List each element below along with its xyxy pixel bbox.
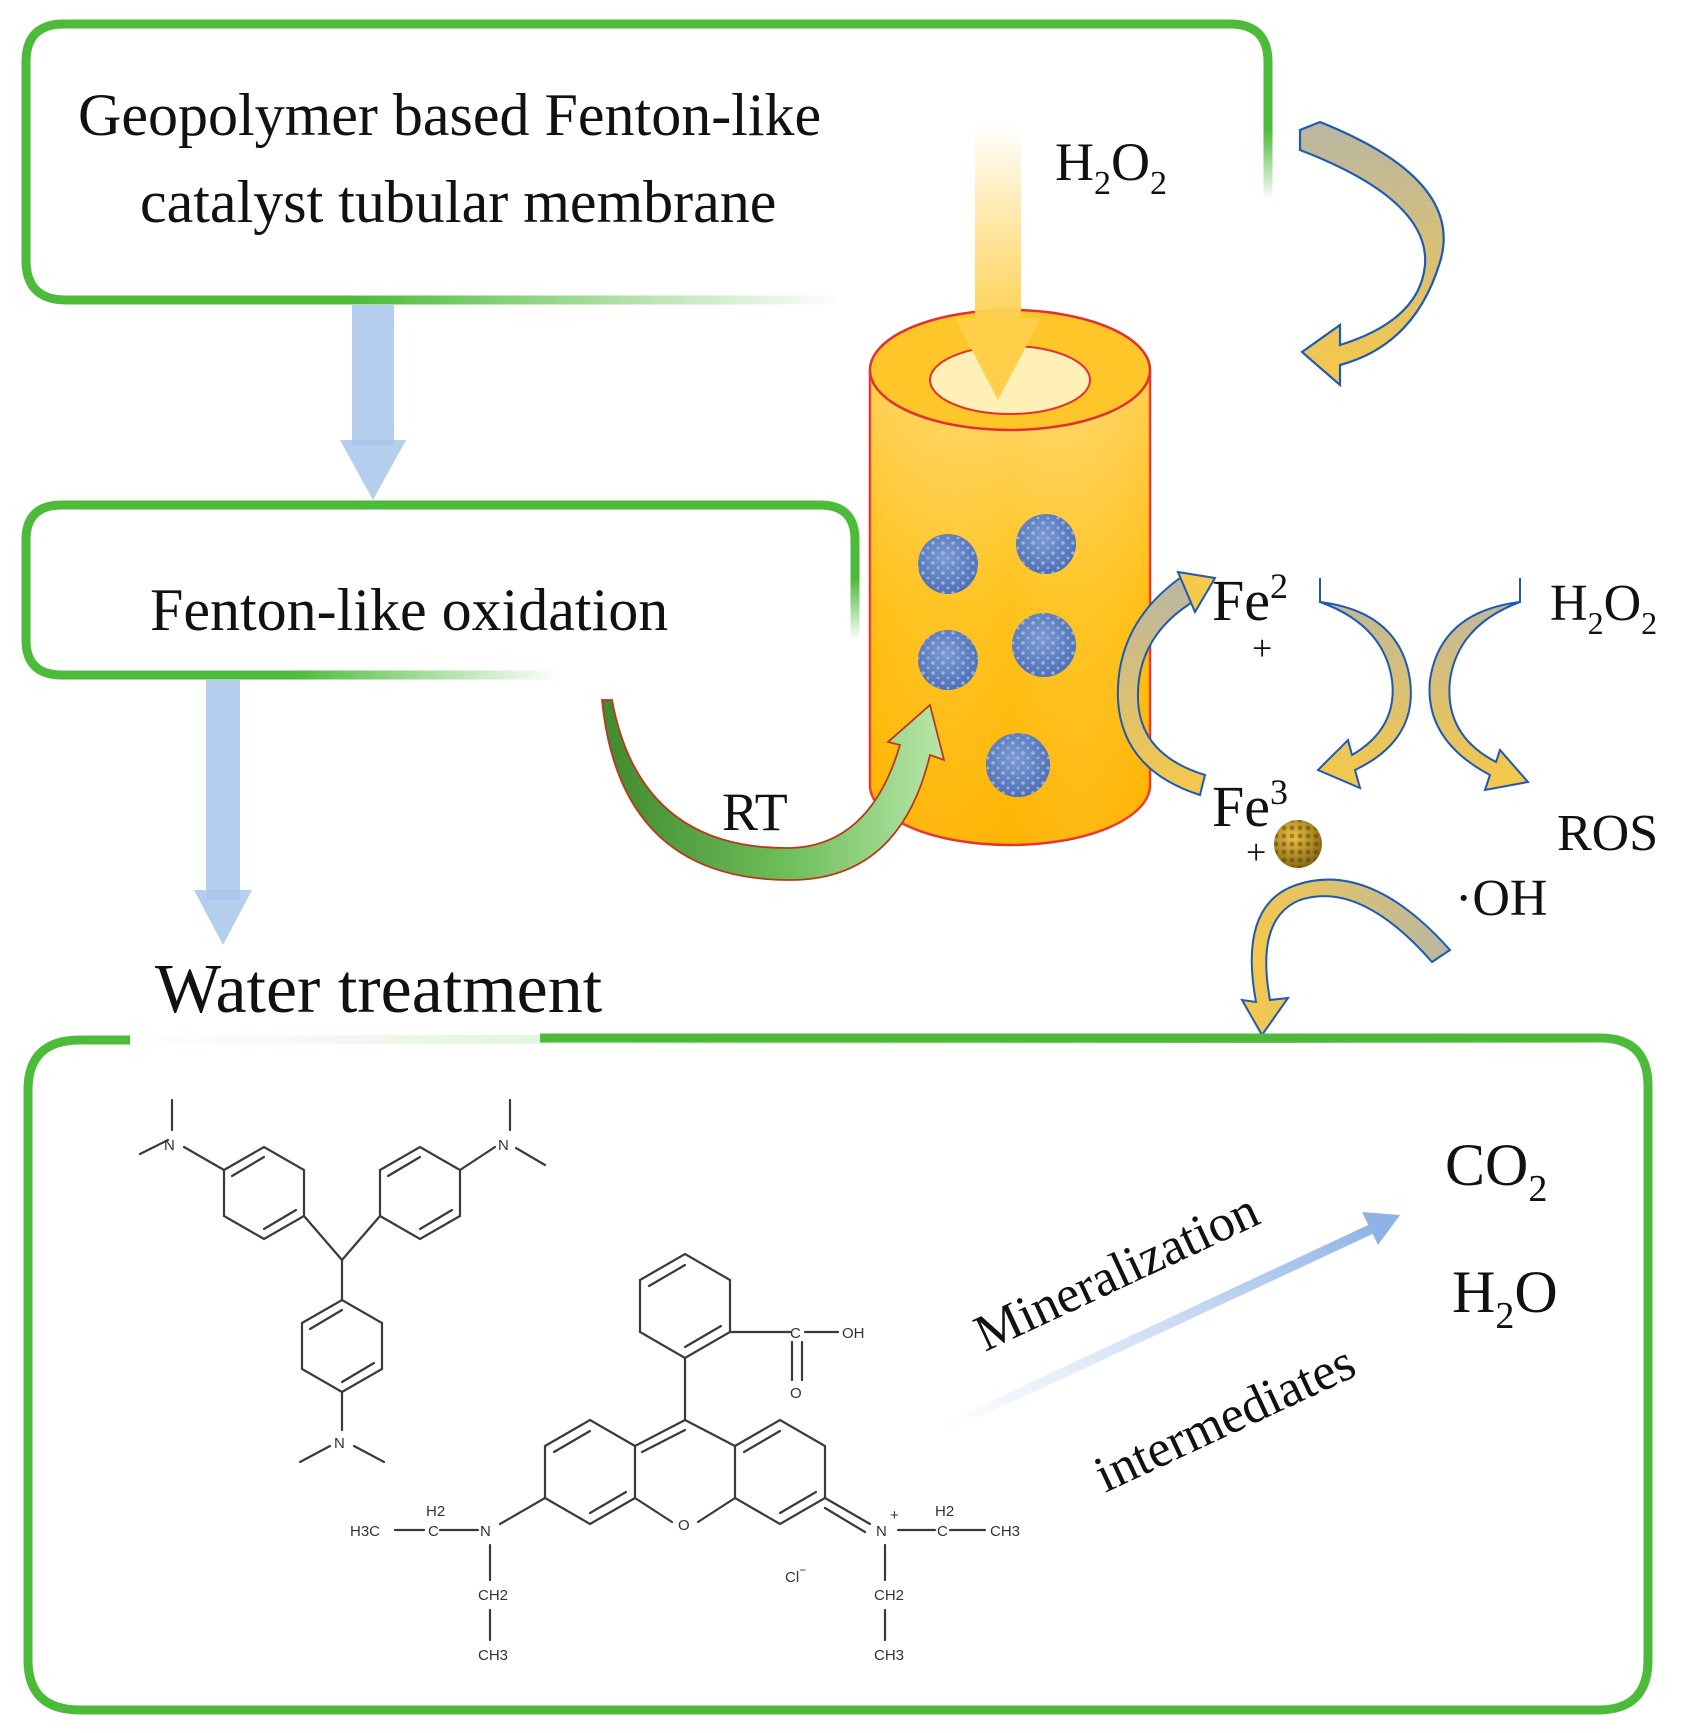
fe3-label: Fe3 <box>1212 772 1288 839</box>
middle-box: Fenton-like oxidation <box>21 500 860 680</box>
water-treatment-box <box>23 1033 1653 1715</box>
co2-label: CO2 <box>1445 1132 1547 1210</box>
particle <box>918 630 978 690</box>
label-c-right: C <box>937 1523 948 1540</box>
intermediates-label: intermediates <box>1086 1334 1364 1504</box>
fe2-charge: + <box>1252 628 1272 668</box>
h2o-label: H2O <box>1452 1259 1558 1337</box>
acid-carbon: C <box>790 1325 801 1342</box>
molecule-rhodamine-b <box>393 1252 987 1642</box>
top-box-line1: Geopolymer based Fenton-like <box>78 82 821 148</box>
fe-redox-cycle <box>1116 570 1217 797</box>
flow-arrow-2 <box>194 680 252 945</box>
n-left-atom: N <box>164 1137 175 1154</box>
particle <box>986 733 1050 797</box>
oh-radical-label: ·OH <box>1455 870 1547 927</box>
water-treatment-heading: Water treatment <box>155 951 603 1028</box>
label-ch3-right-bottom: CH3 <box>874 1647 904 1664</box>
n-right-atom: N <box>498 1137 509 1154</box>
mineralization-arrow <box>942 1212 1400 1433</box>
rhodamine-n-plus: + <box>890 1507 899 1524</box>
mineralization-label: Mineralization <box>966 1182 1268 1363</box>
rt-arrow <box>601 699 946 881</box>
label-c-left: C <box>428 1523 439 1540</box>
rhodamine-n-right: N <box>876 1523 887 1540</box>
n-bottom-atom: N <box>334 1435 345 1452</box>
h2o2-feed-arrow <box>955 125 1041 400</box>
fe2-to-fe3-arrow <box>1316 578 1412 790</box>
acid-oh: OH <box>842 1325 865 1342</box>
h2o2-top-label: H2O2 <box>1055 132 1167 202</box>
chloride-ion: Cl− <box>785 1563 806 1586</box>
catalyst-particles <box>918 514 1076 797</box>
rt-label: RT <box>722 782 788 842</box>
acid-carbonyl-o: O <box>790 1385 802 1402</box>
fe2-label: Fe2 <box>1212 566 1288 633</box>
particle <box>1012 613 1076 677</box>
label-h2-right: H2 <box>935 1503 954 1520</box>
label-h2-left: H2 <box>426 1503 445 1520</box>
h2o2-right-label: H2O2 <box>1550 575 1657 641</box>
label-ch3-left: CH3 <box>478 1647 508 1664</box>
fe3-charge: + <box>1246 832 1266 872</box>
label-ch2-right: CH2 <box>874 1587 904 1604</box>
top-box: Geopolymer based Fenton-like catalyst tu… <box>21 19 1273 305</box>
ros-label: ROS <box>1557 805 1658 862</box>
catalyst-nanoparticle <box>1274 820 1322 868</box>
xanthene-o: O <box>678 1517 690 1534</box>
middle-box-label: Fenton-like oxidation <box>150 577 668 643</box>
h2o2-to-ros-arrow <box>1428 578 1530 792</box>
label-ch2-left: CH2 <box>478 1587 508 1604</box>
molecule-triaryl-methane <box>138 1098 547 1464</box>
label-ch3-right: CH3 <box>990 1523 1020 1540</box>
particle <box>1016 514 1076 574</box>
rhodamine-n-left: N <box>480 1523 491 1540</box>
flow-arrow-1 <box>340 305 406 500</box>
top-box-line2: catalyst tubular membrane <box>140 169 776 235</box>
particle <box>918 534 978 594</box>
label-h3c: H3C <box>350 1523 380 1540</box>
oh-arrow <box>1240 878 1452 1037</box>
recycle-arrow-top <box>1298 120 1445 388</box>
